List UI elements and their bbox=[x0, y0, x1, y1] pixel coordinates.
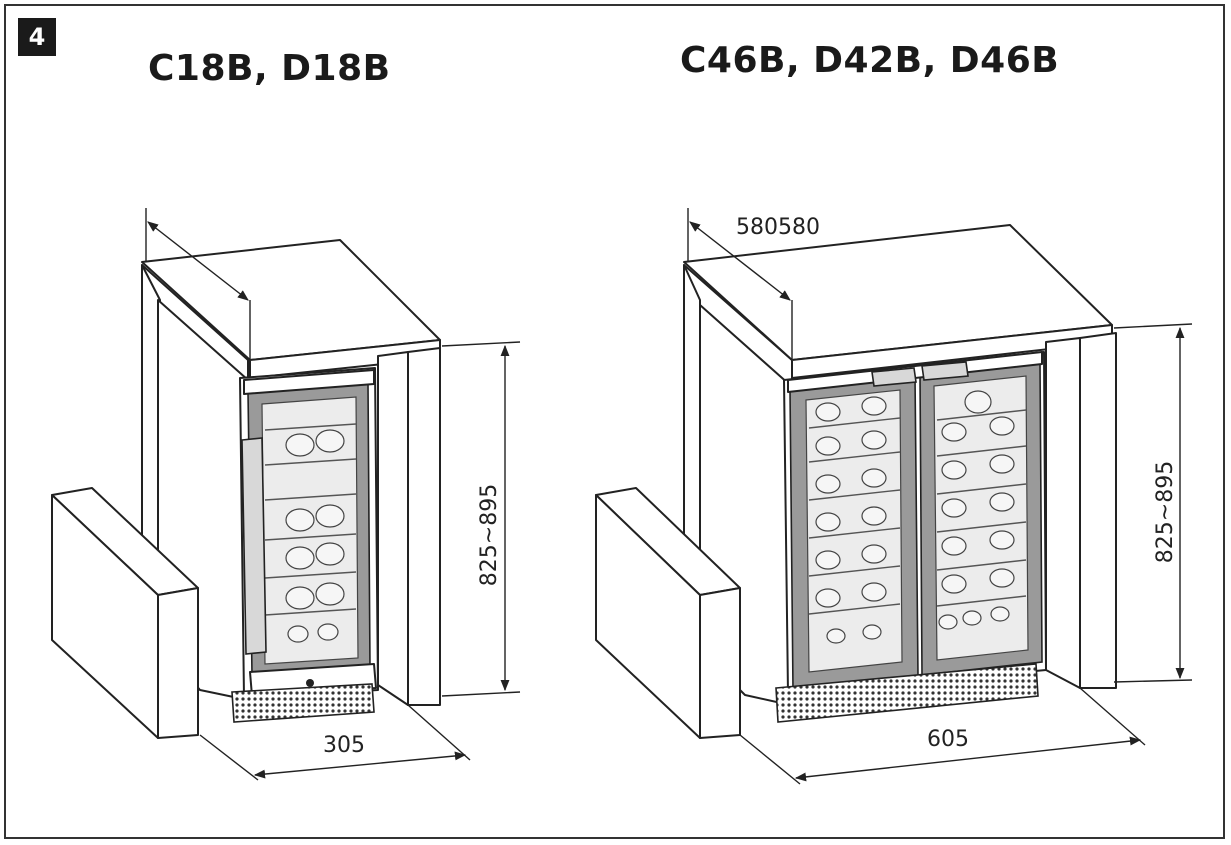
right-wine-racks-left bbox=[808, 396, 901, 644]
right-width-label: 605 bbox=[927, 727, 969, 752]
left-wine-cooler bbox=[231, 367, 379, 723]
left-height-dimension bbox=[441, 341, 521, 697]
right-height-dimension bbox=[1113, 323, 1193, 683]
left-cabinet-right-panel bbox=[407, 347, 441, 706]
left-ventilation-grille bbox=[231, 683, 375, 723]
right-left-door-glass bbox=[805, 389, 903, 673]
left-wine-racks bbox=[264, 423, 357, 643]
right-wine-racks-right bbox=[936, 390, 1027, 630]
right-model-title: C46B, D42B, D46B bbox=[680, 40, 1060, 81]
right-ventilation-grille bbox=[775, 663, 1039, 723]
right-left-door-handle bbox=[871, 367, 917, 387]
right-height-label: 825~895 bbox=[1153, 461, 1178, 563]
left-width-label: 305 bbox=[323, 733, 365, 758]
right-right-door-handle bbox=[921, 361, 969, 381]
step-number-badge: 4 bbox=[18, 18, 56, 56]
left-height-label: 825~895 bbox=[477, 484, 502, 586]
right-depth-label: 580580 bbox=[736, 215, 820, 240]
left-width-dimension bbox=[199, 704, 471, 781]
right-depth-dimension bbox=[687, 208, 793, 360]
left-installation bbox=[51, 208, 521, 781]
figure-frame bbox=[4, 4, 1225, 839]
left-depth-dimension bbox=[145, 208, 251, 360]
right-cabinet-right-panel bbox=[1079, 332, 1117, 689]
right-wine-cooler bbox=[775, 351, 1047, 723]
left-model-title: C18B, D18B bbox=[148, 48, 391, 89]
right-width-dimension bbox=[739, 687, 1146, 785]
right-installation bbox=[595, 208, 1193, 785]
left-door-handle bbox=[241, 437, 267, 655]
right-cabinet-side-panel bbox=[683, 264, 701, 561]
